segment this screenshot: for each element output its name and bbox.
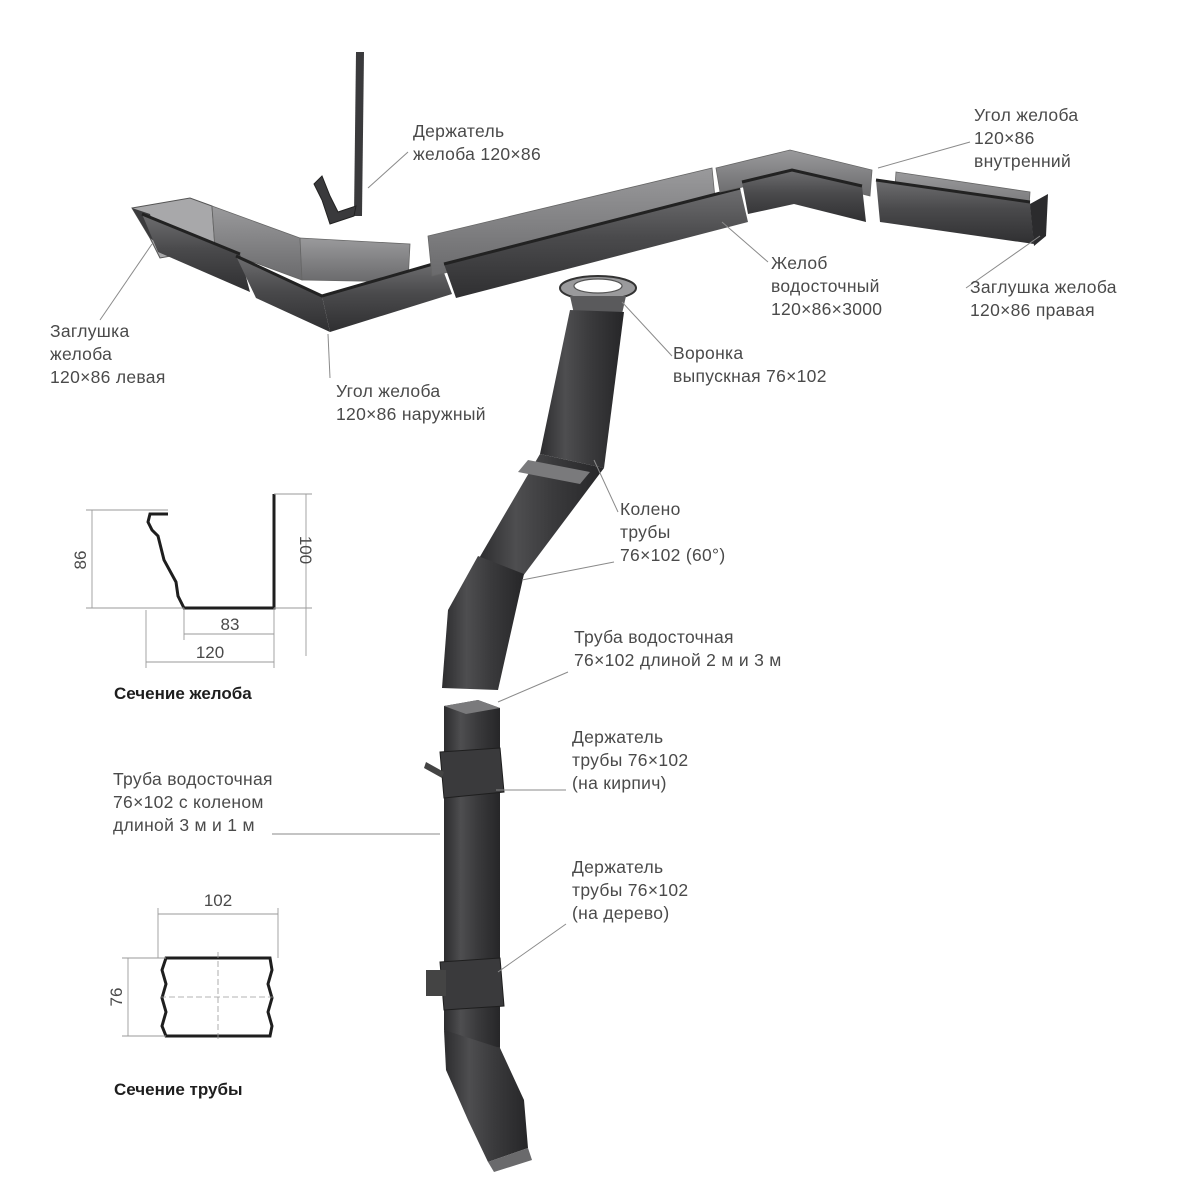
- label-inner-corner: Угол желоба 120×86 внутренний: [974, 105, 1079, 171]
- label-funnel: Воронка выпускная 76×102: [673, 343, 827, 386]
- label-gutter: Желоб водосточный 120×86×3000: [771, 253, 883, 319]
- gutter-dim-100: 100: [296, 536, 315, 564]
- gutter-holder-part: [313, 52, 364, 225]
- pipe-dim-102: 102: [204, 891, 232, 910]
- funnel-part: [559, 275, 637, 314]
- elbow-part: [442, 310, 624, 690]
- outer-corner-part: [235, 237, 452, 332]
- label-holder-wood: Держатель трубы 76×102 (на дерево): [572, 857, 689, 923]
- leader-lines: [99, 141, 1041, 973]
- label-right-cap: Заглушка желоба 120×86 правая: [970, 277, 1117, 320]
- right-cap-part: [1030, 194, 1048, 246]
- long-gutter-part: [427, 167, 748, 298]
- right-gutter-segment: [875, 171, 1034, 244]
- label-elbow: Колено трубы 76×102 (60°): [620, 499, 726, 565]
- gutter-section-title: Сечение желоба: [114, 684, 252, 703]
- gutter-dim-83: 83: [221, 615, 240, 634]
- pipe-holder-brick-part: [424, 747, 505, 799]
- label-gutter-holder: Держатель желоба 120×86: [413, 121, 541, 164]
- pipe-section-title: Сечение трубы: [114, 1080, 243, 1099]
- label-outer-corner: Угол желоба 120×86 наружный: [336, 381, 486, 424]
- label-pipe: Труба водосточная 76×102 длиной 2 м и 3 …: [574, 627, 782, 670]
- pipe-dim-76: 76: [107, 988, 126, 1007]
- label-pipe-with-elbow: Труба водосточная 76×102 с коленом длино…: [113, 769, 273, 835]
- label-holder-brick: Держатель трубы 76×102 (на кирпич): [572, 727, 689, 793]
- gutter-assembly: [131, 149, 1048, 332]
- label-left-cap: Заглушка желоба 120×86 левая: [50, 321, 166, 387]
- pipe-section-drawing: 102 76: [107, 891, 279, 1042]
- gutter-dim-120: 120: [196, 643, 224, 662]
- gutter-section-drawing: 86 100 83 120: [71, 493, 315, 668]
- gutter-dim-86: 86: [71, 551, 90, 570]
- inner-corner-part: [715, 149, 873, 222]
- pipe-holder-wood-part: [426, 957, 505, 1011]
